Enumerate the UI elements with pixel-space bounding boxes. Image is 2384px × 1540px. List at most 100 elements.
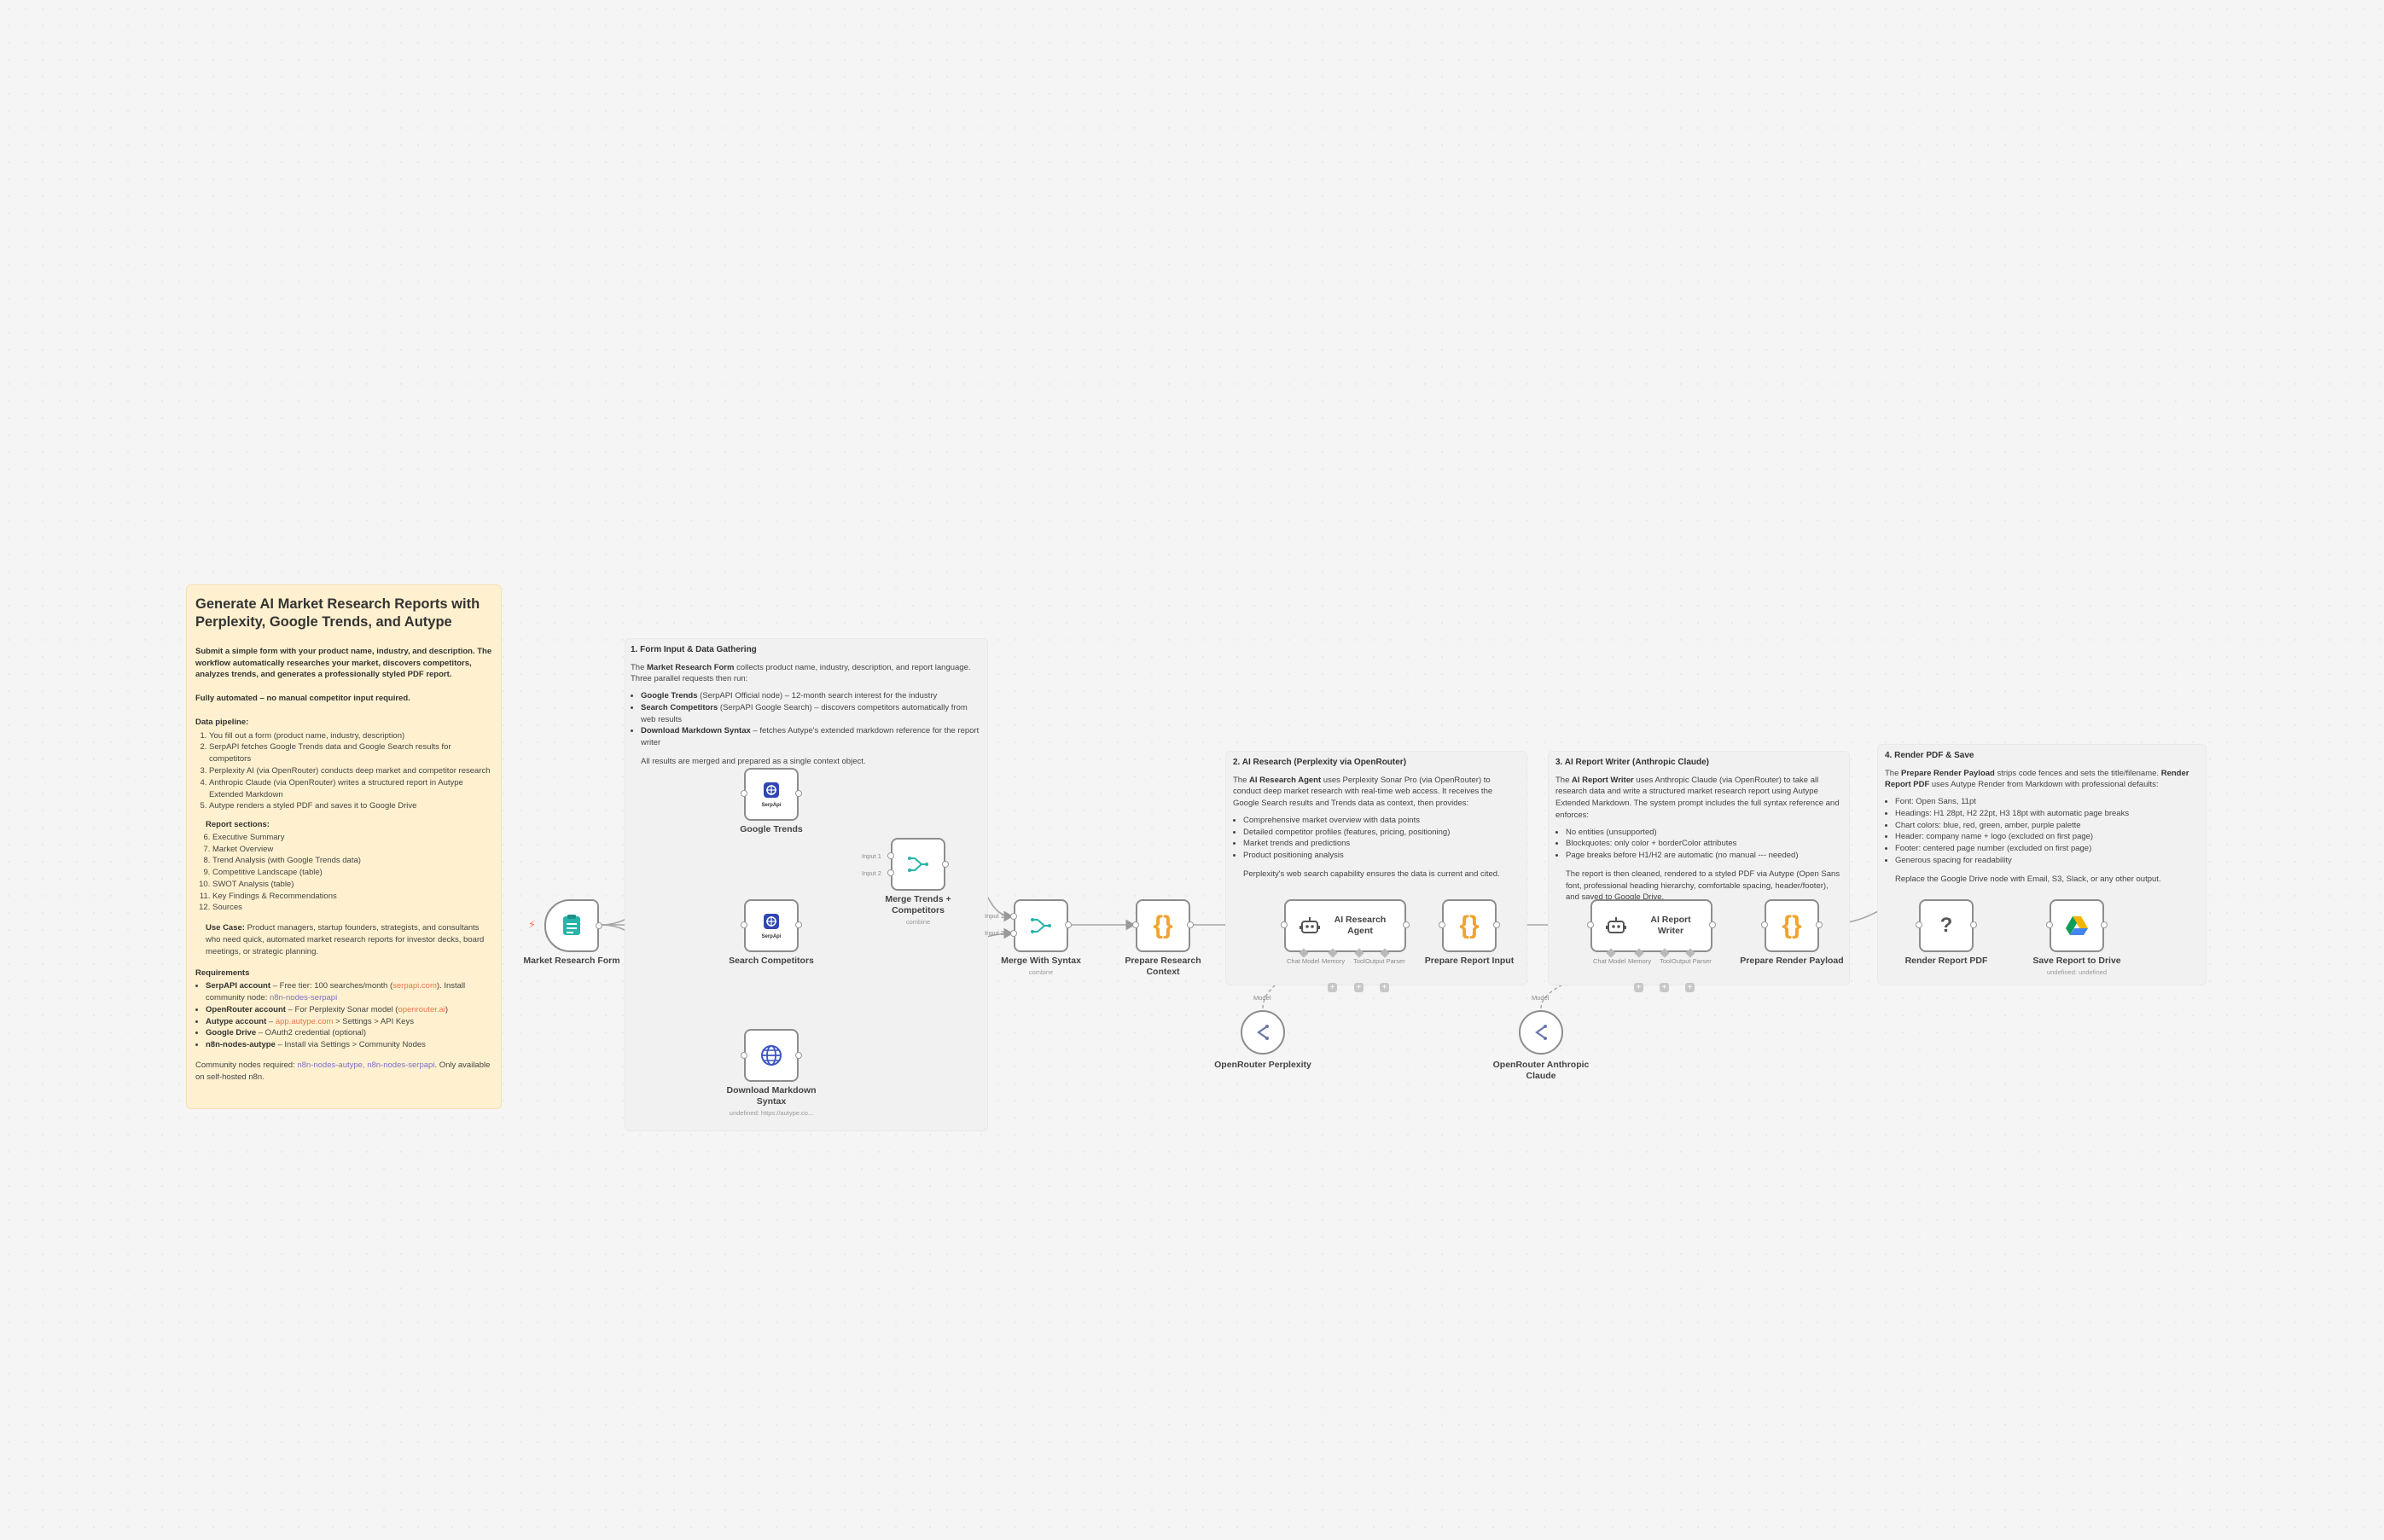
output-port[interactable] [795, 1052, 802, 1059]
use-case: Use Case: Product managers, startup foun… [206, 923, 485, 956]
section-item: SWOT Analysis (table) [212, 879, 492, 891]
requirements-list: SerpAPI account – Free tier: 100 searche… [195, 980, 492, 1051]
download-markdown-syntax-node[interactable] [744, 1029, 799, 1082]
section-4-bullet: Chart colors: blue, red, green, amber, p… [1895, 820, 2199, 832]
section-2-title: 2. AI Research (Perplexity via OpenRoute… [1233, 758, 1407, 767]
search-competitors-node[interactable]: SerpApi [744, 899, 799, 952]
prepare-report-input-label: Prepare Report Input [1424, 956, 1515, 966]
serpapi-badge: SerpApi [761, 802, 782, 808]
add-tool-button[interactable]: + [1354, 983, 1364, 992]
market-research-form-node[interactable] [544, 899, 599, 952]
google-trends-node[interactable]: SerpApi [744, 768, 799, 821]
output-parser-port-label: Output Parser [1365, 957, 1405, 965]
merge-trends-competitors-node[interactable] [891, 838, 945, 891]
input-port[interactable] [1587, 921, 1594, 928]
requirement-item: n8n-nodes-autype – Install via Settings … [206, 1039, 492, 1051]
model-port-label: Model [1253, 994, 1271, 1002]
output-port[interactable] [1493, 921, 1500, 928]
input-port[interactable] [1916, 921, 1922, 928]
input-port[interactable] [741, 790, 747, 797]
section-4-bullet: Footer: centered page number (excluded o… [1895, 843, 2199, 855]
merge-with-syntax-node[interactable] [1014, 899, 1068, 952]
add-output-parser-button[interactable]: + [1685, 983, 1695, 992]
add-output-parser-button[interactable]: + [1380, 983, 1389, 992]
output-parser-port-label: Output Parser [1672, 957, 1712, 965]
pipeline-step: Autype renders a styled PDF and saves it… [209, 800, 492, 812]
merge-with-syntax-subtitle: combine [1028, 968, 1054, 976]
section-item: Sources [212, 902, 492, 914]
section-2-bullet: Market trends and predictions [1243, 838, 1520, 850]
section-item: Key Findings & Recommendations [212, 891, 492, 903]
openrouter-perplexity-node[interactable] [1241, 1010, 1285, 1055]
prepare-render-payload-node[interactable]: {} [1765, 899, 1819, 952]
pipeline-step: You fill out a form (product name, indus… [209, 730, 492, 742]
input-port[interactable] [1761, 921, 1768, 928]
serpapi-badge: SerpApi [761, 933, 782, 939]
section-2-list: Comprehensive market overview with data … [1233, 815, 1520, 862]
input-port[interactable] [741, 1052, 747, 1059]
output-port[interactable] [2101, 921, 2108, 928]
section-2-bullet: Detailed competitor profiles (features, … [1243, 827, 1520, 839]
serpapi-link[interactable]: serpapi.com [392, 981, 437, 991]
ai-research-agent-node[interactable]: AI Research Agent [1284, 899, 1406, 952]
input-port[interactable] [741, 921, 747, 928]
section-4-intro: The Prepare Render Payload strips code f… [1885, 768, 2189, 790]
merge-icon [1031, 918, 1051, 933]
input-port[interactable] [1132, 921, 1139, 928]
merge-icon [908, 857, 928, 872]
render-report-pdf-node[interactable]: ? [1919, 899, 1974, 952]
output-port[interactable] [942, 861, 949, 868]
section-2-bullet: Comprehensive market overview with data … [1243, 815, 1520, 827]
requirement-item: Autype account – app.autype.com > Settin… [206, 1016, 492, 1028]
download-markdown-syntax-subtitle: undefined: https://autype.co... [729, 1109, 814, 1117]
openrouter-link[interactable]: openrouter.ai [398, 1004, 445, 1014]
openrouter-anthropic-claude-label: OpenRouter Anthropic Claude [1492, 1060, 1590, 1081]
section-2-intro: The AI Research Agent uses Perplexity So… [1233, 775, 1493, 809]
output-port[interactable] [1187, 921, 1194, 928]
add-tool-button[interactable]: + [1660, 983, 1669, 992]
robot-icon [1606, 917, 1626, 933]
section-1-bullet: Search Competitors (SerpAPI Google Searc… [641, 702, 982, 726]
section-3-title: 3. AI Report Writer (Anthropic Claude) [1555, 758, 1710, 767]
section-1-footer: All results are merged and prepared as a… [641, 756, 866, 766]
ai-report-writer-node[interactable]: AI Report Writer [1590, 899, 1712, 952]
section-3-bullet: Blockquotes: only color + borderColor at… [1566, 838, 1842, 850]
add-memory-button[interactable]: + [1328, 983, 1337, 992]
requirement-item: Google Drive – OAuth2 credential (option… [206, 1027, 492, 1039]
download-markdown-syntax-label: Download Markdown Syntax [726, 1085, 817, 1107]
output-port[interactable] [795, 790, 802, 797]
section-item: Competitive Landscape (table) [212, 867, 492, 879]
input-port[interactable] [1439, 921, 1445, 928]
section-3-bullet: No entities (unsupported) [1566, 827, 1842, 839]
output-port[interactable] [1403, 921, 1410, 928]
autype-link[interactable]: app.autype.com [275, 1016, 334, 1026]
code-braces-icon: {} [1153, 911, 1173, 939]
input-port-1[interactable] [887, 852, 894, 859]
pipeline-step: SerpAPI fetches Google Trends data and G… [209, 741, 492, 765]
add-memory-button[interactable]: + [1634, 983, 1643, 992]
render-report-pdf-label: Render Report PDF [1904, 956, 1988, 966]
input-port-2[interactable] [887, 869, 894, 876]
output-port[interactable] [1970, 921, 1977, 928]
input-port[interactable] [2046, 921, 2053, 928]
output-port[interactable] [1065, 921, 1072, 928]
input-port-1[interactable] [1010, 913, 1017, 920]
section-1-bullet: Google Trends (SerpAPI Official node) – … [641, 690, 982, 702]
output-port[interactable] [596, 922, 602, 929]
search-competitors-label: Search Competitors [729, 956, 814, 966]
input-port-2[interactable] [1010, 930, 1017, 937]
output-port[interactable] [795, 921, 802, 928]
prepare-report-input-node[interactable]: {} [1442, 899, 1497, 952]
prepare-research-context-node[interactable]: {} [1136, 899, 1190, 952]
intro-sticky-note[interactable]: Generate AI Market Research Reports with… [186, 584, 502, 1109]
chat-model-port-label: Chat Model [1593, 957, 1626, 965]
save-report-to-drive-node[interactable] [2050, 899, 2104, 952]
output-port[interactable] [1709, 921, 1716, 928]
openrouter-anthropic-claude-node[interactable] [1519, 1010, 1563, 1055]
input-port[interactable] [1281, 921, 1288, 928]
section-4-bullet: Font: Open Sans, 11pt [1895, 796, 2199, 808]
output-port[interactable] [1816, 921, 1823, 928]
section-4-title: 4. Render PDF & Save [1885, 751, 1974, 760]
tool-port-label: Tool [1353, 957, 1365, 965]
